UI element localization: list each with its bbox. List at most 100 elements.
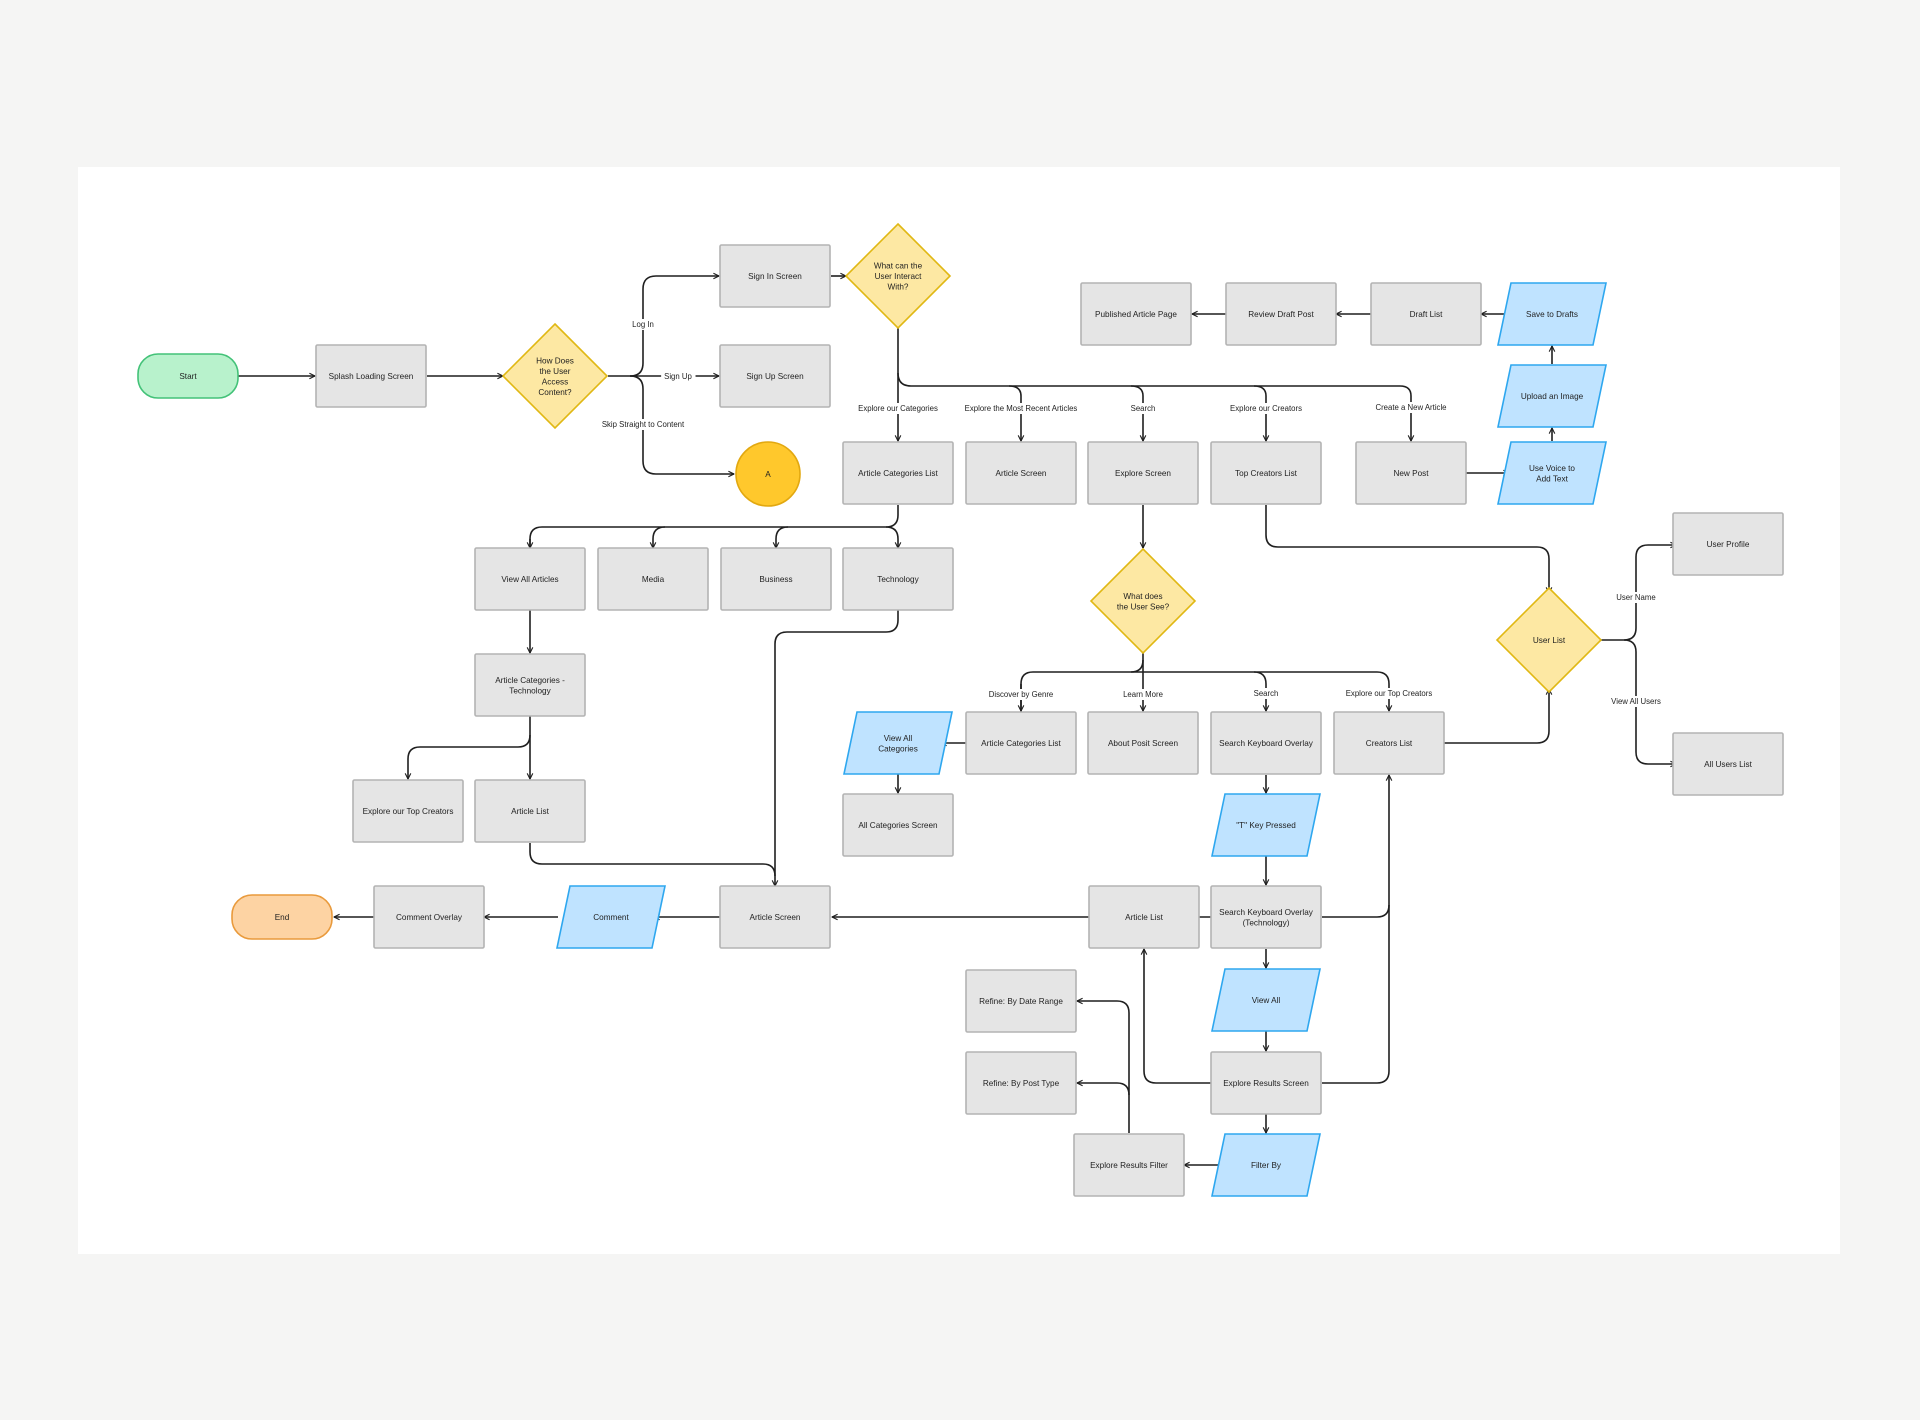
edge-label-user-name: User Name xyxy=(1616,593,1655,602)
edge-label-bg xyxy=(661,371,696,382)
screen-box xyxy=(1210,441,1322,505)
node-label: Article Categories - xyxy=(495,676,565,685)
node-label: A xyxy=(765,470,771,479)
node-catlist: Article Categories List xyxy=(842,441,954,505)
node-label: User Interact xyxy=(875,272,923,281)
screen-box xyxy=(719,244,831,308)
edge-label-bg xyxy=(985,689,1057,700)
edge-access-connector xyxy=(629,375,734,474)
node-label: Refine: By Date Range xyxy=(979,997,1063,1006)
edge-label-skip: Skip Straight to Content xyxy=(602,420,685,429)
node-searchkb: Search Keyboard Overlay xyxy=(1210,711,1322,775)
node-label: the User xyxy=(540,367,571,376)
node-exploretop: Explore our Top Creators xyxy=(352,779,464,843)
node-label: Add Text xyxy=(1536,474,1568,483)
node-creators: Creators List xyxy=(1333,711,1445,775)
screen-box xyxy=(1370,282,1482,346)
node-splash: Splash Loading Screen xyxy=(315,344,427,408)
screen-box xyxy=(1087,441,1199,505)
node-label: Media xyxy=(642,575,665,584)
node-label: Search Keyboard Overlay xyxy=(1219,908,1314,917)
node-label: What can the xyxy=(874,262,923,271)
edge-label-explore-categories: Explore our Categories xyxy=(858,404,938,413)
node-userprofile: User Profile xyxy=(1672,512,1784,576)
node-label: Save to Drafts xyxy=(1526,310,1578,319)
node-label: Content? xyxy=(538,388,572,397)
edge-label-bg xyxy=(598,419,689,430)
node-refinetype: Refine: By Post Type xyxy=(965,1051,1077,1115)
node-filterby: Filter By xyxy=(1211,1133,1321,1197)
edge-label-bg xyxy=(1372,402,1450,413)
connectors xyxy=(238,276,1676,1165)
node-draftlist: Draft List xyxy=(1370,282,1482,346)
node-tkey: "T" Key Pressed xyxy=(1211,793,1321,857)
node-label: Top Creators List xyxy=(1235,469,1298,478)
screen-box xyxy=(1088,885,1200,949)
input-parallelogram xyxy=(1211,968,1321,1032)
node-label: View All xyxy=(1252,996,1281,1005)
edge-label-bg xyxy=(1613,592,1659,603)
screen-box xyxy=(1087,711,1199,775)
screen-box xyxy=(373,885,485,949)
screen-box xyxy=(1355,441,1467,505)
screen-box xyxy=(965,441,1077,505)
edge-results-creators xyxy=(1322,775,1389,1084)
node-label: Sign In Screen xyxy=(748,272,802,281)
node-artlist1: Article List xyxy=(474,779,586,843)
node-label: Splash Loading Screen xyxy=(329,372,414,381)
node-label: End xyxy=(275,913,290,922)
node-label: Review Draft Post xyxy=(1248,310,1314,319)
screen-box xyxy=(1672,512,1784,576)
edge-label-view-all-users: View All Users xyxy=(1611,697,1661,706)
node-label: New Post xyxy=(1393,469,1429,478)
node-savedrafts: Save to Drafts xyxy=(1497,282,1607,346)
decision-diamond xyxy=(501,322,609,430)
input-parallelogram xyxy=(1497,364,1607,428)
node-label: Article List xyxy=(511,807,549,816)
edge-label-explore-top-creators: Explore our Top Creators xyxy=(1346,689,1433,698)
node-label: Upload an Image xyxy=(1521,392,1584,401)
edge-label-signup: Sign Up xyxy=(664,372,692,381)
node-label: Comment Overlay xyxy=(396,913,463,922)
edge-cat-technology xyxy=(885,526,898,548)
node-searchkbtech: Search Keyboard Overlay(Technology) xyxy=(1210,885,1322,949)
node-signup: Sign Up Screen xyxy=(719,344,831,408)
screen-box xyxy=(474,779,586,843)
node-userlist: User List xyxy=(1495,586,1603,694)
node-technology: Technology xyxy=(842,547,954,611)
node-label: With? xyxy=(888,283,909,292)
screen-box xyxy=(474,547,586,611)
node-uploadimg: Upload an Image xyxy=(1497,364,1607,428)
edge-label-search-mid: Search xyxy=(1254,689,1279,698)
screen-box xyxy=(842,441,954,505)
node-label: Creators List xyxy=(1366,739,1413,748)
node-media: Media xyxy=(597,547,709,611)
node-label: Article List xyxy=(1125,913,1163,922)
node-filterscreen: Explore Results Filter xyxy=(1073,1133,1185,1197)
node-label: Article Categories List xyxy=(981,739,1061,748)
edge-results-artlist2 xyxy=(1144,949,1211,1084)
node-refinedate: Refine: By Date Range xyxy=(965,969,1077,1033)
node-label: User List xyxy=(1533,636,1566,645)
edge-label-bg xyxy=(1120,689,1166,700)
node-published: Published Article Page xyxy=(1080,282,1192,346)
node-commentoverlay: Comment Overlay xyxy=(373,885,485,949)
screen-box xyxy=(965,1051,1077,1115)
screen-box xyxy=(719,344,831,408)
edge-label-bg xyxy=(1250,688,1282,699)
screen-box xyxy=(719,885,831,949)
node-label: Article Screen xyxy=(996,469,1047,478)
node-articlescreen2: Article Screen xyxy=(719,885,831,949)
edge-filter-refinedate xyxy=(1077,1001,1130,1133)
screen-box xyxy=(1672,732,1784,796)
edge-interact-article xyxy=(1008,385,1021,441)
edge-userlist-allusers xyxy=(1623,639,1676,764)
screen-box xyxy=(474,653,586,717)
node-start: Start xyxy=(137,353,239,399)
node-end: End xyxy=(231,894,333,940)
node-label: Use Voice to xyxy=(1529,464,1575,473)
edge-interact-explore xyxy=(1130,385,1143,441)
